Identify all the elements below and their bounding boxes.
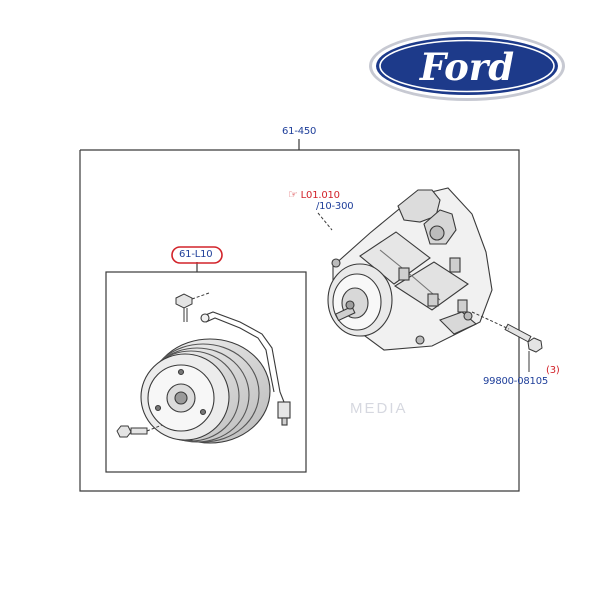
- clutch-ref-highlight: [171, 246, 223, 264]
- cross-ref-leader: [317, 212, 333, 231]
- clutch-part-number[interactable]: 61-L10: [179, 249, 213, 260]
- cross-reference-sub[interactable]: /10-300: [316, 201, 354, 212]
- clutch-wire: [200, 311, 291, 426]
- clutch-bolt-left: [116, 424, 163, 438]
- compressor-bolt: [471, 311, 543, 372]
- ford-logo-text: Ford: [419, 45, 514, 89]
- clutch-bolt-top: [175, 292, 210, 322]
- watermark: MEDIA: [350, 400, 408, 417]
- cross-reference-link[interactable]: ☞ L01.010: [288, 188, 340, 201]
- bolt-quantity: (3): [546, 365, 560, 376]
- compressor-front-face: [327, 263, 393, 337]
- clutch-pulley: [140, 338, 271, 444]
- assembly-part-number[interactable]: 61-450: [282, 126, 317, 137]
- bolt-part-number[interactable]: 99800-08105: [483, 376, 549, 387]
- pointing-hand-icon: ☞: [288, 188, 298, 201]
- assembly-frame: [79, 139, 520, 492]
- cross-reference-code: L01.010: [300, 190, 340, 201]
- ford-logo: Ford: [369, 31, 565, 101]
